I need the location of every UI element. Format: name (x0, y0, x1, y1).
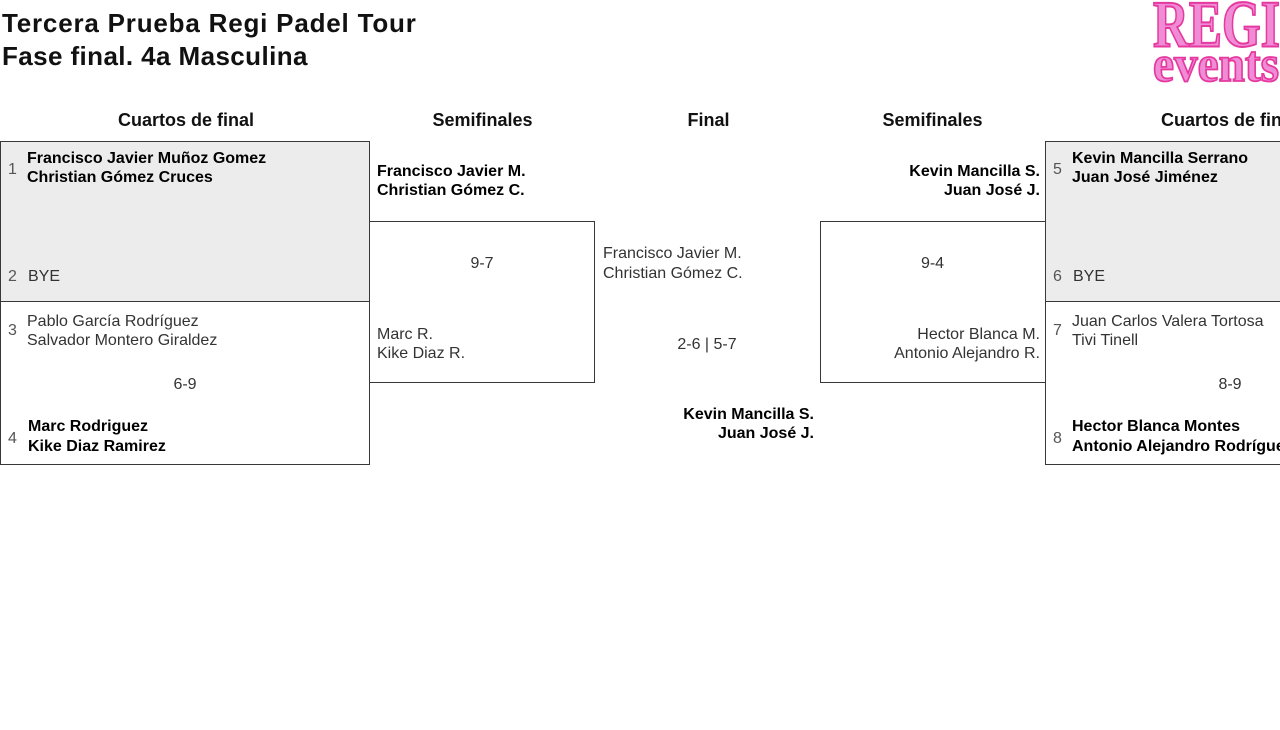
svg-text:REGI: REGI (1153, 0, 1280, 62)
svg-text:events: events (1153, 37, 1279, 90)
